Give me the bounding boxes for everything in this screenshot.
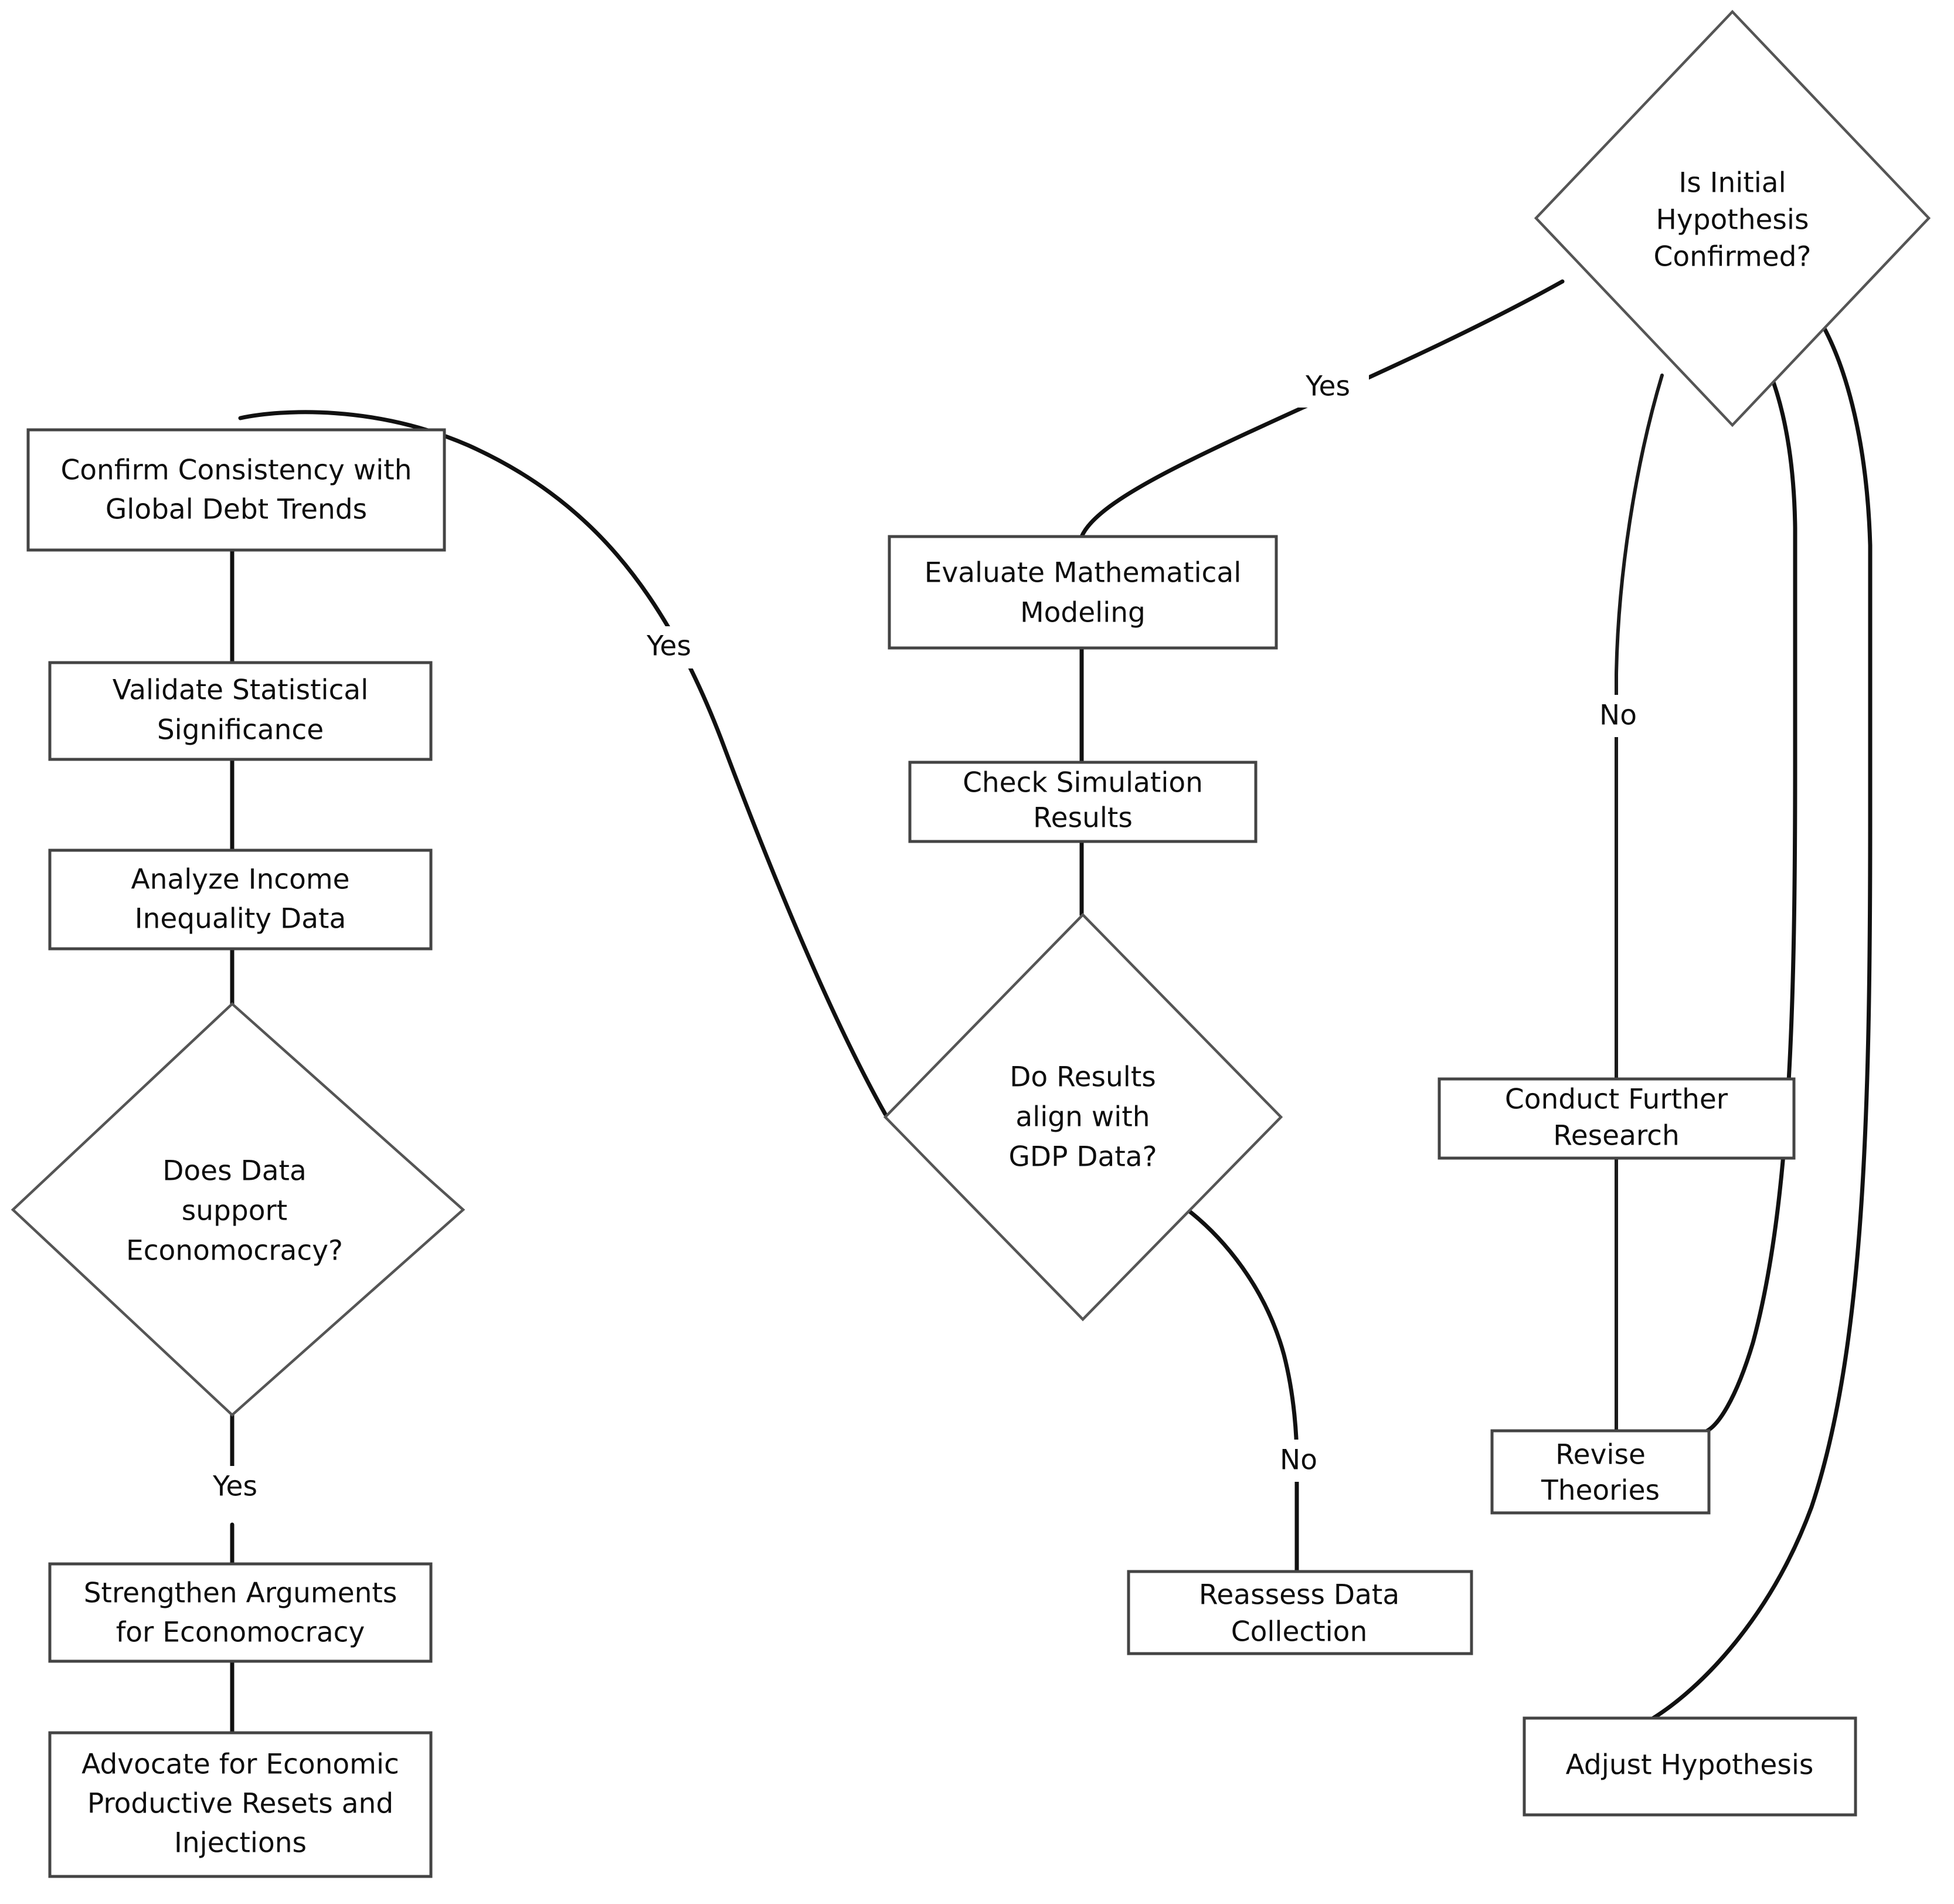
node-confirm-consistency-with-global-debt-trends[interactable]: Confirm Consistency with Global Debt Tre… xyxy=(26,428,446,552)
node-reassess-data-collection[interactable]: Reassess Data Collection xyxy=(1127,1570,1473,1655)
node-label-reassess-line2: Collection xyxy=(1231,1616,1367,1648)
node-label-adjust-line1: Adjust Hypothesis xyxy=(1566,1749,1814,1781)
edge-label-text-economocracy-yes: Yes xyxy=(212,1471,257,1503)
rect-shape-confirm-consistency xyxy=(26,428,446,552)
rect-shape-check-simulation xyxy=(908,761,1258,843)
edge-gdp-no-to-reassess xyxy=(1179,1203,1299,1574)
node-label-reassess-line1: Reassess Data xyxy=(1199,1579,1399,1611)
node-label-validate-line1: Validate Statistical xyxy=(113,674,369,707)
diamond-shape-gdp-data xyxy=(883,912,1283,1322)
node-label-check-line1: Check Simulation xyxy=(963,767,1203,799)
edge-hypothesis-to-evaluate xyxy=(1079,279,1565,539)
node-label-strengthen-line2: for Economocracy xyxy=(116,1617,365,1649)
edge-label-plate-gdp-no xyxy=(1263,1440,1334,1482)
node-advocate-for-economic-productive-resets-and-injections[interactable]: Advocate for Economic Productive Resets … xyxy=(48,1731,433,1878)
node-is-initial-hypothesis-confirmed[interactable]: Is Initial Hypothesis Confirmed? xyxy=(1534,9,1931,427)
edge-hypothesis-to-adjust-hypothesis xyxy=(1651,297,1873,1720)
node-do-results-align-with-gdp-data[interactable]: Do Results align with GDP Data? xyxy=(883,912,1283,1322)
node-label-confirm-line1: Confirm Consistency with xyxy=(60,454,412,487)
edge-label-text-gdp-yes: Yes xyxy=(646,630,691,663)
node-label-advocate-line3: Injections xyxy=(174,1827,307,1859)
node-label-gdp-line2: align with xyxy=(1015,1101,1150,1133)
node-validate-statistical-significance[interactable]: Validate Statistical Significance xyxy=(48,661,433,761)
edge-label-hypothesis-no: No xyxy=(1583,695,1653,737)
node-label-conduct-line1: Conduct Further xyxy=(1505,1084,1728,1116)
edge-label-plate-hypothesis-no xyxy=(1583,695,1653,737)
node-label-analyze-line2: Inequality Data xyxy=(135,903,346,935)
node-does-data-support-economocracy[interactable]: Does Data support Economocracy? xyxy=(11,1002,465,1417)
node-label-conduct-line2: Research xyxy=(1553,1120,1680,1152)
rect-shape-validate-statistical xyxy=(48,661,433,761)
edge-hypothesis-to-conduct-research xyxy=(1614,374,1664,1081)
edge-hypothesis-to-revise-theories xyxy=(1705,326,1797,1433)
node-label-advocate-line1: Advocate for Economic xyxy=(81,1749,399,1781)
node-label-gdp-line3: GDP Data? xyxy=(1008,1141,1157,1173)
node-label-evaluate-line1: Evaluate Mathematical xyxy=(925,557,1242,589)
node-label-strengthen-line1: Strengthen Arguments xyxy=(84,1577,397,1610)
rect-shape-analyze-income xyxy=(48,849,433,951)
node-label-economocracy-line3: Economocracy? xyxy=(126,1235,343,1267)
edge-label-text-hypothesis-no: No xyxy=(1599,700,1637,732)
edge-label-plate-economocracy-yes xyxy=(192,1466,280,1508)
diamond-shape-hypothesis xyxy=(1534,9,1931,427)
rect-shape-strengthen-arguments xyxy=(48,1562,433,1663)
node-label-economocracy-line1: Does Data xyxy=(162,1155,307,1187)
node-label-hypothesis-line3: Confirmed? xyxy=(1654,241,1812,273)
node-label-validate-line2: Significance xyxy=(157,714,324,746)
node-evaluate-mathematical-modeling[interactable]: Evaluate Mathematical Modeling xyxy=(888,535,1278,650)
rect-shape-adjust-hypothesis xyxy=(1523,1716,1857,1817)
node-label-hypothesis-line2: Hypothesis xyxy=(1656,204,1809,236)
edge-label-economocracy-yes: Yes xyxy=(192,1466,280,1508)
rect-shape-evaluate-modeling xyxy=(888,535,1278,650)
node-analyze-income-inequality-data[interactable]: Analyze Income Inequality Data xyxy=(48,849,433,951)
edge-label-hypothesis-yes: Yes xyxy=(1287,366,1369,408)
node-adjust-hypothesis[interactable]: Adjust Hypothesis xyxy=(1523,1716,1857,1817)
node-strengthen-arguments-for-economocracy[interactable]: Strengthen Arguments for Economocracy xyxy=(48,1562,433,1663)
node-label-revise-line1: Revise xyxy=(1555,1439,1646,1471)
edge-label-text-gdp-no: No xyxy=(1280,1444,1317,1477)
rect-shape-conduct-research xyxy=(1438,1077,1796,1160)
node-label-revise-line2: Theories xyxy=(1541,1475,1660,1507)
rect-shape-revise-theories xyxy=(1490,1429,1711,1515)
node-label-hypothesis-line1: Is Initial xyxy=(1678,167,1786,199)
node-label-advocate-line2: Productive Resets and xyxy=(87,1788,393,1820)
rect-shape-reassess-data xyxy=(1127,1570,1473,1655)
edge-label-gdp-no: No xyxy=(1263,1440,1334,1482)
rect-shape-advocate xyxy=(48,1731,433,1878)
edge-gdp-yes-to-confirm-consistency xyxy=(238,410,888,1116)
edge-label-plate-gdp-yes xyxy=(625,626,713,668)
edge-label-gdp-yes: Yes xyxy=(625,626,713,668)
node-label-gdp-line1: Do Results xyxy=(1010,1061,1156,1094)
node-label-economocracy-line2: support xyxy=(182,1195,287,1227)
node-conduct-further-research[interactable]: Conduct Further Research xyxy=(1438,1077,1796,1160)
node-label-confirm-line2: Global Debt Trends xyxy=(106,494,367,526)
node-revise-theories[interactable]: Revise Theories xyxy=(1490,1429,1711,1515)
diamond-shape-economocracy xyxy=(11,1002,465,1417)
edge-label-plate-hypothesis-yes xyxy=(1287,366,1369,408)
node-label-check-line2: Results xyxy=(1033,802,1133,834)
node-check-simulation-results[interactable]: Check Simulation Results xyxy=(908,761,1258,843)
node-label-evaluate-line2: Modeling xyxy=(1020,597,1146,629)
node-label-analyze-line1: Analyze Income xyxy=(131,864,349,896)
edge-label-text-hypothesis-yes: Yes xyxy=(1305,371,1350,403)
